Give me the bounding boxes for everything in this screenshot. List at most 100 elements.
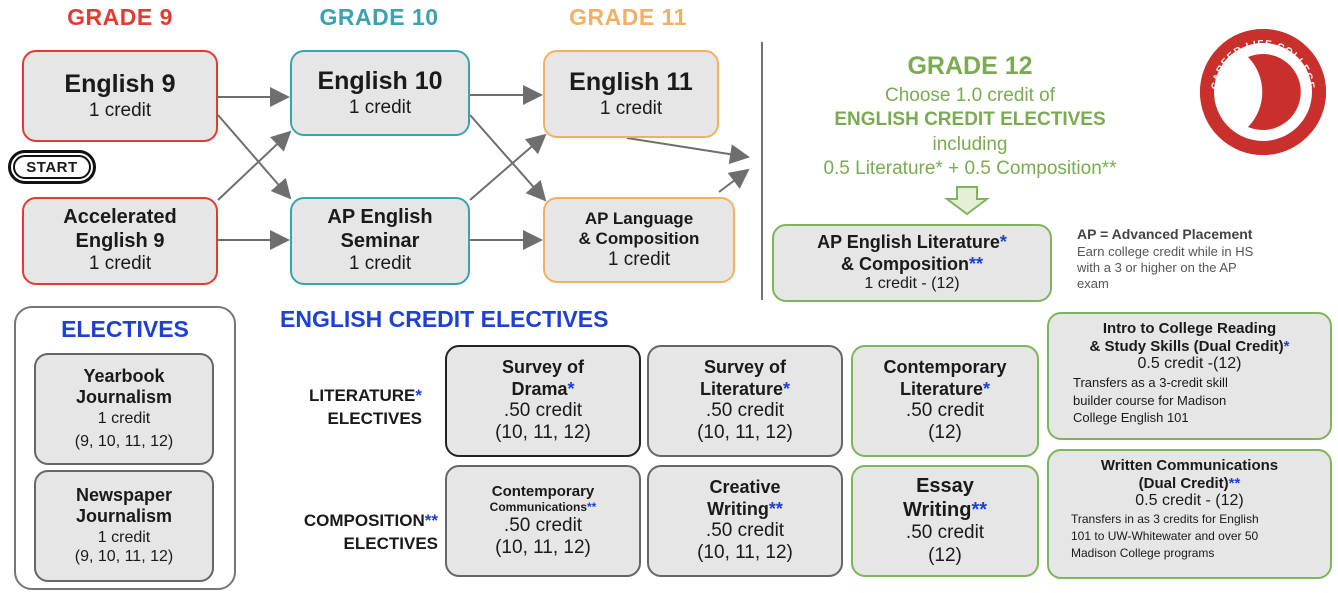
ap-note-line-3: exam <box>1077 276 1109 291</box>
course-title-2: & Composition <box>840 253 969 274</box>
grade-12-instructions: Choose 1.0 credit of ENGLISH CREDIT ELEC… <box>770 84 1170 181</box>
course-contemporary-communications: Contemporary Communications** .50 credit… <box>445 465 641 577</box>
course-credit: 1 credit - (12) <box>864 274 960 292</box>
ap-note: AP = Advanced Placement Earn college cre… <box>1077 226 1267 292</box>
course-english-11: English 11 1 credit <box>543 50 719 138</box>
course-credit: 1 credit <box>88 253 152 275</box>
instruction-line-3: including <box>932 133 1008 155</box>
electives-panel: ELECTIVES Yearbook Journalism 1 credit (… <box>14 306 236 590</box>
course-title: English 11 <box>569 68 693 97</box>
logo-bottom: READY <box>1246 130 1279 142</box>
course-yearbook-journalism: Yearbook Journalism 1 credit (9, 10, 11,… <box>34 353 214 465</box>
course-credit: 1 credit <box>97 529 151 547</box>
course-survey-of-drama: Survey of Drama* .50 credit (10, 11, 12) <box>445 345 641 457</box>
course-grades: (10, 11, 12) <box>495 536 591 558</box>
course-title-2: & Composition <box>578 228 700 248</box>
grade-12-heading: GRADE 12 <box>907 52 1033 80</box>
course-title-1: Newspaper <box>75 484 173 505</box>
label-line-1: LITERATURE <box>308 386 416 405</box>
course-title-1: Intro to College Reading <box>1102 320 1277 337</box>
composition-star: ** <box>768 498 783 519</box>
course-title-2: & Study Skills (Dual Credit) <box>1089 337 1284 355</box>
course-title-1: AP Language <box>584 208 694 228</box>
course-credit: .50 credit <box>503 514 583 536</box>
course-ap-english-literature: AP English Literature* & Composition** 1… <box>772 224 1052 302</box>
course-title-2: Writing <box>707 498 769 519</box>
course-title-2: Writing <box>902 498 972 521</box>
course-title-1: Contemporary <box>491 482 595 500</box>
grade-11-heading: GRADE 11 <box>569 4 687 30</box>
instruction-line-1: Choose 1.0 credit of <box>884 85 1056 106</box>
course-credit: 0.5 credit - (12) <box>1135 492 1244 510</box>
course-credit: 1 credit <box>348 253 412 275</box>
literature-star: * <box>999 232 1007 253</box>
instruction-line-4: 0.5 Literature* + 0.5 Composition** <box>823 157 1117 179</box>
course-credit: .50 credit <box>905 399 985 421</box>
course-title-2: Literature <box>899 378 983 399</box>
literature-star: * <box>983 378 991 399</box>
course-creative-writing: Creative Writing** .50 credit (10, 11, 1… <box>647 465 843 577</box>
literature-star: * <box>567 378 575 399</box>
course-credit: 0.5 credit -(12) <box>1137 355 1242 373</box>
logo-top: LIFE <box>1245 39 1273 53</box>
down-arrow-icon <box>944 186 990 216</box>
course-title: English 10 <box>317 67 443 96</box>
course-title: English 9 <box>64 70 176 99</box>
course-english-9: English 9 1 credit <box>22 50 218 142</box>
course-title-1: Contemporary <box>883 357 1007 378</box>
course-credit: 1 credit <box>599 97 663 119</box>
arrow-apsem-eng11 <box>469 133 547 201</box>
course-grades: (9, 10, 11, 12) <box>74 433 174 451</box>
start-badge: START <box>8 150 96 184</box>
literature-star: * <box>415 386 422 405</box>
course-intro-college-reading: Intro to College Reading & Study Skills … <box>1047 312 1332 440</box>
course-grades: (10, 11, 12) <box>697 422 793 444</box>
label-line-1: COMPOSITION <box>303 511 425 530</box>
course-grades: (9, 10, 11, 12) <box>74 548 174 566</box>
course-title-1: Yearbook <box>83 365 165 386</box>
note-line-3: College English 101 <box>1073 410 1189 426</box>
course-ap-language-composition: AP Language & Composition 1 credit <box>543 197 735 283</box>
composition-electives-label: COMPOSITION** ELECTIVES <box>240 510 438 556</box>
course-credit: 1 credit <box>97 410 151 428</box>
course-title-1: Survey of <box>501 357 585 378</box>
course-accelerated-english-9: Accelerated English 9 1 credit <box>22 197 218 285</box>
course-title-1: Accelerated <box>63 206 177 229</box>
course-credit: .50 credit <box>905 522 985 544</box>
course-title-2: Communications <box>489 500 587 515</box>
start-label: START <box>13 155 91 179</box>
course-ap-english-seminar: AP English Seminar 1 credit <box>290 197 470 285</box>
arrow-aplang-grade12 <box>718 168 750 193</box>
label-line-2: ELECTIVES <box>327 408 422 428</box>
literature-electives-label: LITERATURE* ELECTIVES <box>262 385 422 431</box>
course-credit: 1 credit <box>607 248 671 270</box>
career-life-college-ready-logo: CAREER LIFE COLLEGE READY <box>1200 29 1326 155</box>
arrow-eng9-apsem <box>217 114 292 200</box>
ap-note-line-2: with a 3 or higher on the AP <box>1077 259 1237 275</box>
course-title-2: Literature <box>699 378 783 399</box>
course-english-10: English 10 1 credit <box>290 50 470 136</box>
grade-9-heading: GRADE 9 <box>67 4 173 30</box>
course-grades: (12) <box>928 422 962 444</box>
course-title-1: Written Communications <box>1100 457 1279 474</box>
course-title-2: Journalism <box>75 506 173 527</box>
note-line-3: Madison College programs <box>1071 545 1215 560</box>
course-title-2: Seminar <box>340 229 420 252</box>
composition-star: ** <box>971 498 988 521</box>
course-title-2: (Dual Credit) <box>1138 474 1229 492</box>
course-survey-of-literature: Survey of Literature* .50 credit (10, 11… <box>647 345 843 457</box>
course-title-2: Drama <box>511 378 568 399</box>
literature-star: * <box>783 378 791 399</box>
composition-star: ** <box>1228 474 1241 492</box>
course-credit: 1 credit <box>348 96 412 118</box>
course-title-1: Essay <box>916 475 974 497</box>
course-title-1: Creative <box>709 477 781 498</box>
course-credit: .50 credit <box>503 399 583 421</box>
composition-star: ** <box>587 500 597 515</box>
course-written-communications: Written Communications (Dual Credit)** 0… <box>1047 449 1332 579</box>
ap-note-head: AP = Advanced Placement <box>1077 226 1253 242</box>
note-line-2: 101 to UW-Whitewater and over 50 <box>1071 529 1259 544</box>
course-credit: .50 credit <box>705 519 785 541</box>
note-line-2: builder course for Madison <box>1073 392 1227 408</box>
